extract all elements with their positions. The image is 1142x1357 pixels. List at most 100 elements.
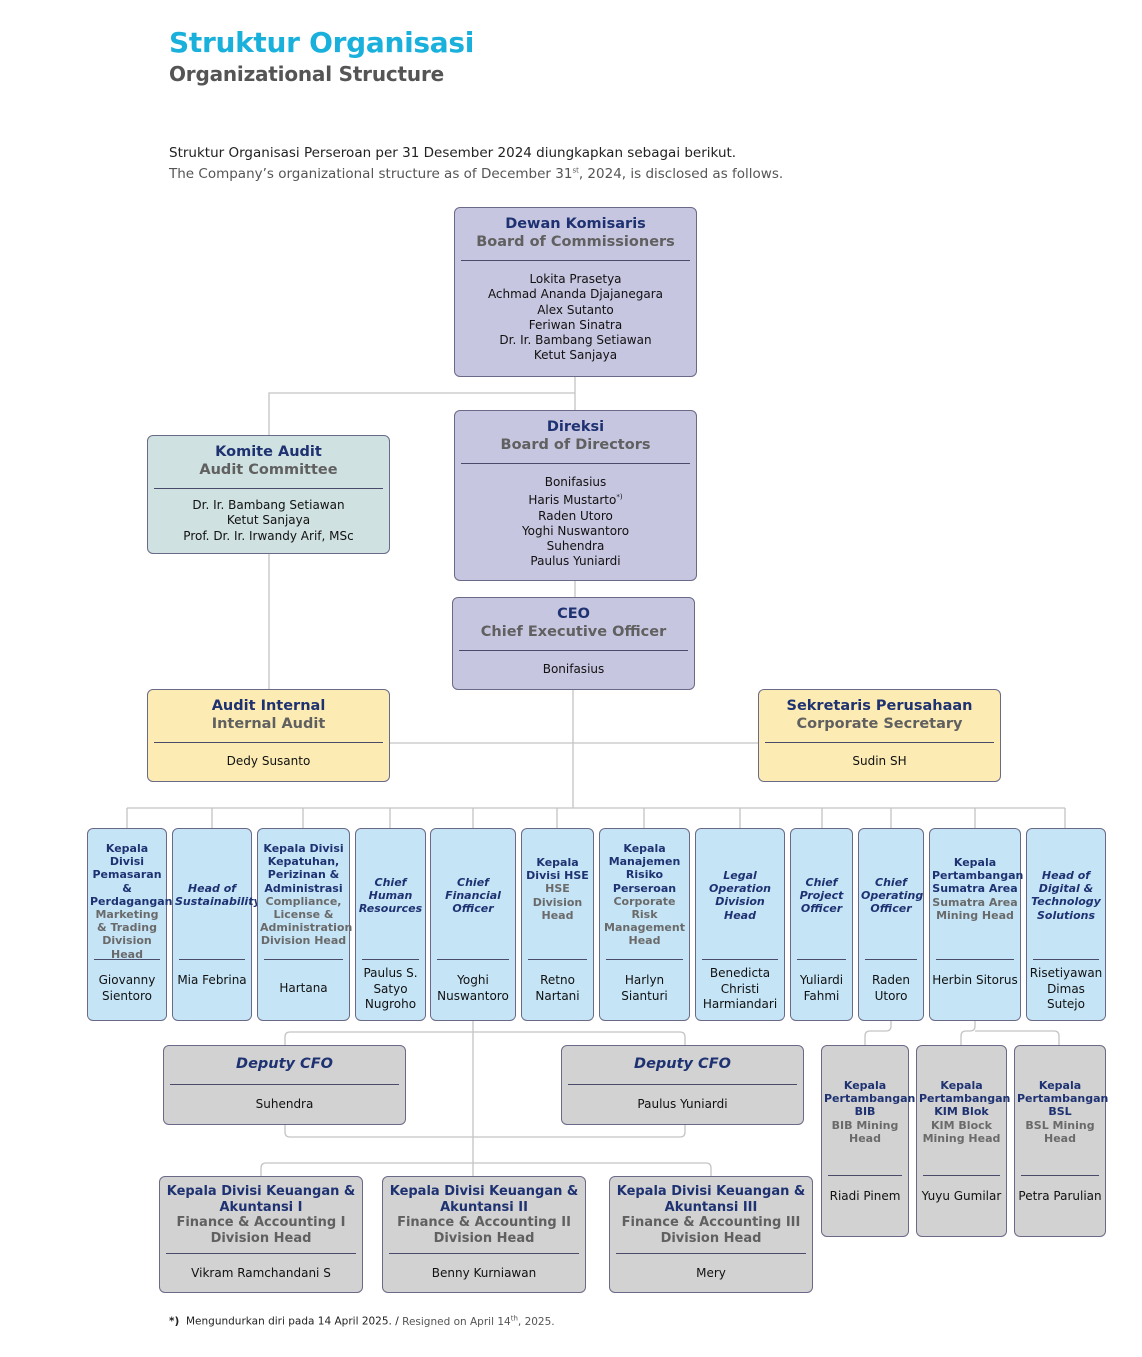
division-title-id: Kepala Divisi Kepatuhan, Perizinan & Adm… <box>263 842 344 895</box>
ceo-title-id: CEO <box>557 606 590 622</box>
page-subtitle: Organizational Structure <box>169 62 444 86</box>
footnote-mark: *) <box>616 493 623 502</box>
ac-member: Ketut Sanjaya <box>226 513 311 528</box>
boc-title-en: Board of Commissioners <box>476 233 675 250</box>
division-head-name: Retno Nartani <box>535 973 580 1003</box>
division-title-en: Corporate Risk Management Head <box>604 894 685 948</box>
mining-title-en: KIM Block Mining Head <box>922 1118 1001 1145</box>
footnote-text-id: Mengundurkan diri pada 14 April 2025. <box>185 1315 392 1328</box>
division-head-name: Paulus S. Satyo Nugroho <box>363 966 418 1011</box>
division-head-name: Yuliardi Fahmi <box>799 973 844 1003</box>
ceo-title-en: Chief Executive Officer <box>480 623 667 640</box>
bod-member: Haris Mustarto*) <box>528 493 623 508</box>
fin-title-id: Kepala Divisi Keuangan & Akuntansi I <box>166 1184 356 1215</box>
division-title-id: Chief Operating Officer <box>861 876 924 916</box>
boc-member: Dr. Ir. Bambang Setiawan <box>499 333 652 348</box>
division-title-id: Chief Project Officer <box>799 876 844 916</box>
ia-title-en: Internal Audit <box>211 715 326 732</box>
ceo-name: Bonifasius <box>542 662 605 676</box>
division-title-id: Chief Financial Officer <box>445 876 501 916</box>
footnote: *) Mengundurkan diri pada 14 April 2025.… <box>169 1314 555 1328</box>
fin-head-name: Vikram Ramchandani S <box>191 1266 331 1280</box>
bod-title-id: Direksi <box>546 419 605 435</box>
ia-title-id: Audit Internal <box>211 698 326 714</box>
ac-member: Prof. Dr. Ir. Irwandy Arif, MSc <box>183 528 354 543</box>
division-head-name: Hartana <box>279 981 328 995</box>
deputy-cfo-box: Deputy CFO Suhendra <box>163 1045 406 1125</box>
mining-title-en: BIB Mining Head <box>831 1118 899 1145</box>
deputy-cfo-name: Suhendra <box>255 1097 314 1111</box>
division-title-id: Head of Digital & Technology Solutions <box>1031 869 1101 922</box>
division-title-id: Kepala Divisi HSE <box>526 856 589 883</box>
mining-head-name: Yuyu Gumilar <box>921 1189 1002 1203</box>
division-box-human-resources: Chief Human Resources Paulus S. Satyo Nu… <box>355 828 426 1021</box>
division-title-id: Kepala Pertambangan Sumatra Area <box>932 856 1024 896</box>
division-title-en: Marketing & Trading Division Head <box>95 908 159 961</box>
mining-title-id: Kepala Pertambangan KIM Blok <box>919 1079 1011 1119</box>
ac-title-en: Audit Committee <box>199 461 338 478</box>
division-box-legal: Legal Operation Division Head Benedicta … <box>695 828 785 1021</box>
boc-title-id: Dewan Komisaris <box>505 216 646 232</box>
boc-member: Feriwan Sinatra <box>528 317 623 332</box>
bod-title-en: Board of Directors <box>500 436 651 453</box>
bod-member: Paulus Yuniardi <box>530 554 621 569</box>
deputy-cfo-title: Deputy CFO <box>236 1056 333 1072</box>
division-head-name: Harlyn Sianturi <box>621 973 668 1003</box>
cs-title-en: Corporate Secretary <box>796 715 963 732</box>
deputy-cfo-name: Paulus Yuniardi <box>637 1097 728 1111</box>
fin-head-name: Benny Kurniawan <box>431 1266 537 1280</box>
division-title-id: Legal Operation Division Head <box>709 869 771 922</box>
fin-title-id: Kepala Divisi Keuangan & Akuntansi III <box>616 1184 806 1215</box>
page-title: Struktur Organisasi <box>169 26 474 59</box>
bod-member: Yoghi Nuswantoro <box>521 523 630 538</box>
division-title-en: HSE Division Head <box>532 882 583 922</box>
division-head-name: Yoghi Nuswantoro <box>437 973 509 1003</box>
mining-title-en: BSL Mining Head <box>1025 1118 1095 1145</box>
footnote-mark: *) <box>169 1315 180 1328</box>
boc-member: Lokita Prasetya <box>529 272 622 286</box>
bod-member: Bonifasius <box>544 475 607 489</box>
intro-text-en: The Company’s organizational structure a… <box>169 166 784 182</box>
division-title-id: Kepala Divisi Pemasaran & Perdagangan <box>90 842 173 908</box>
fin-title-id: Kepala Divisi Keuangan & Akuntansi II <box>389 1184 579 1215</box>
division-box-compliance: Kepala Divisi Kepatuhan, Perizinan & Adm… <box>257 828 353 1021</box>
division-title-en: Compliance, License & Administration Div… <box>260 894 353 948</box>
division-box-coo: Chief Operating Officer Raden Utoro <box>858 828 924 1021</box>
ac-title-id: Komite Audit <box>215 444 322 460</box>
boc-member: Alex Sutanto <box>537 302 614 317</box>
ia-name: Dedy Susanto <box>226 754 311 768</box>
division-box-cfo: Chief Financial Officer Yoghi Nuswantoro <box>430 828 516 1021</box>
bod-member: Suhendra <box>546 539 605 554</box>
fin-title-en: Finance & Accounting I Division Head <box>176 1215 346 1246</box>
boc-member: Achmad Ananda Djajanegara <box>487 287 664 302</box>
bod-member: Raden Utoro <box>538 508 613 523</box>
mining-title-id: Kepala Pertambangan BIB <box>824 1079 916 1119</box>
intro-text-id: Struktur Organisasi Perseroan per 31 Des… <box>169 145 737 161</box>
division-box-digital: Head of Digital & Technology Solutions R… <box>1026 828 1106 1021</box>
division-head-name: Risetiyawan Dimas Sutejo <box>1029 966 1103 1011</box>
deputy-cfo-box: Deputy CFO Paulus Yuniardi <box>561 1045 804 1125</box>
fin-title-en: Finance & Accounting III Division Head <box>621 1215 801 1246</box>
footnote-text-en: Resigned on April 14th, 2025. <box>402 1314 555 1328</box>
ac-member: Dr. Ir. Bambang Setiawan <box>192 498 345 512</box>
division-box-project: Chief Project Officer Yuliardi Fahmi <box>790 828 853 1021</box>
division-title-id: Kepala Manajemen Risiko Perseroan <box>608 842 681 895</box>
cs-name: Sudin SH <box>852 754 907 768</box>
deputy-cfo-title: Deputy CFO <box>634 1056 731 1072</box>
division-head-name: Raden Utoro <box>871 973 911 1003</box>
division-box-sustainability: Head of Sustainability Mia Febrina <box>172 828 261 1021</box>
